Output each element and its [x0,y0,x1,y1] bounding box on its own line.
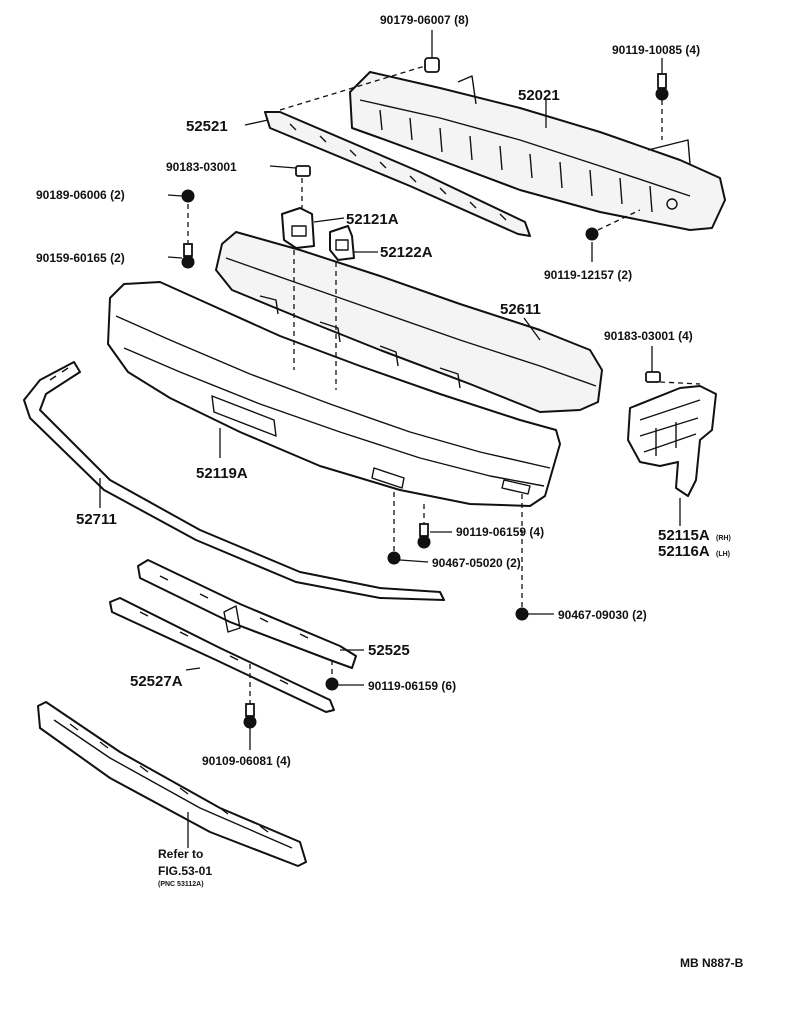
label-52122A: 52122A [380,244,433,261]
spoiler-52711 [23,361,445,601]
label-52021: 52021 [518,87,560,104]
label-90159-60165: 90159-60165 (2) [36,251,125,265]
nut-icon [515,607,529,621]
nut-icon [424,57,440,73]
side-retainer-52115A [627,385,717,497]
label-90183-03001-top: 90183-03001 [166,160,237,174]
label-90467-09030: 90467-09030 (2) [558,608,647,622]
label-90179-06007: 90179-06007 (8) [380,13,469,27]
bolt-icon [243,703,257,729]
label-90189-06006: 90189-06006 (2) [36,188,125,202]
label-90467-05020: 90467-05020 (2) [432,556,521,570]
bracket-52525 [137,559,357,669]
refer-line-3: (PNC 53112A) [158,881,204,888]
refer-line-2: FIG.53-01 [158,864,212,878]
leader-lines [99,30,701,848]
label-52115A: 52115A [658,527,710,544]
bolt-icon [655,73,669,101]
label-52116A-side: (LH) [716,551,730,558]
label-90119-12157: 90119-12157 (2) [544,268,632,282]
bolt-icon [181,189,195,203]
reinforcement-52021 [349,71,726,231]
bolt-icon [325,677,339,691]
bracket-52121A [281,207,315,249]
label-90119-06159-4: 90119-06159 (4) [456,525,544,539]
nut-icon [387,551,401,565]
lower-grille [37,701,307,867]
label-90119-10085: 90119-10085 (4) [612,43,700,57]
label-90119-06159-6: 90119-06159 (6) [368,679,456,693]
label-90183-03001-right: 90183-03001 (4) [604,329,693,343]
bracket-52527A [109,597,335,713]
bolt-icon [181,243,195,269]
label-52121A: 52121A [346,211,399,228]
drawing-code: MB N887-B [680,956,744,970]
clip-icon [645,371,661,383]
bolt-icon [585,227,599,241]
label-52527A: 52527A [130,673,183,690]
label-52611: 52611 [500,301,541,318]
label-52119A: 52119A [196,465,248,482]
bumper-cover-52119A [107,281,561,507]
label-90109-06081: 90109-06081 (4) [202,754,291,768]
absorber-52611 [215,231,603,413]
clip-icon [295,165,311,177]
label-52115A-side: (RH) [716,535,731,542]
bolt-icon [417,523,431,549]
label-52521: 52521 [186,118,228,135]
retainer-52521 [264,111,531,237]
label-52525: 52525 [368,642,410,659]
label-52116A: 52116A [658,543,710,560]
label-52711: 52711 [76,511,117,528]
refer-line-1: Refer to [158,847,203,861]
bracket-52122A [329,225,355,261]
